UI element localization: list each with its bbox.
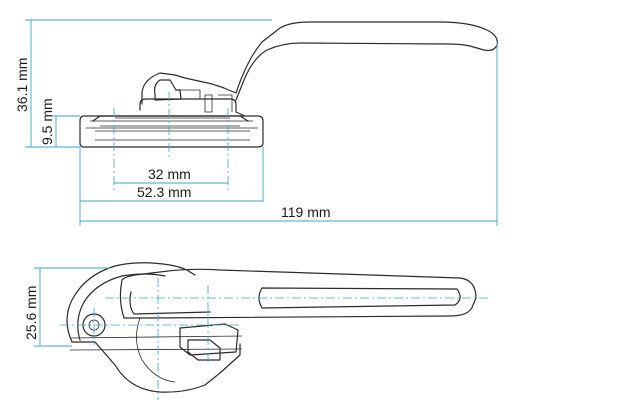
lever-slot — [258, 287, 461, 309]
hole-spacing-label: 32 mm — [148, 166, 191, 182]
base-hatching — [95, 130, 250, 141]
base-top-step — [92, 115, 249, 122]
lower-cam — [71, 341, 241, 393]
cam-curve — [136, 317, 176, 383]
side-elevation-view — [66, 262, 477, 393]
catch-tab — [187, 339, 221, 361]
lever-handle — [141, 21, 498, 105]
lever-inner-edge — [129, 291, 211, 315]
side-lever-arm — [119, 268, 477, 319]
overall-length-label: 119 mm — [281, 204, 331, 220]
catch-block — [179, 323, 239, 356]
base-height-label: 9.5 mm — [39, 98, 55, 145]
side-elevation-centerlines — [34, 267, 490, 400]
lever-nose — [153, 79, 182, 101]
housing-body — [66, 262, 196, 343]
overall-height-label: 36.1 mm — [14, 58, 30, 112]
hub-hatch — [100, 117, 240, 127]
front-elevation-dimensions — [25, 19, 498, 226]
base-rim — [69, 335, 243, 351]
front-elevation-view — [79, 21, 498, 148]
side-height-label: 25.6 mm — [23, 286, 39, 340]
base-plate-inner-line — [86, 120, 258, 129]
base-width-label: 52.3 mm — [137, 184, 191, 200]
hub-body — [139, 98, 246, 117]
base-plate — [79, 115, 264, 148]
cam-detail — [178, 89, 233, 113]
